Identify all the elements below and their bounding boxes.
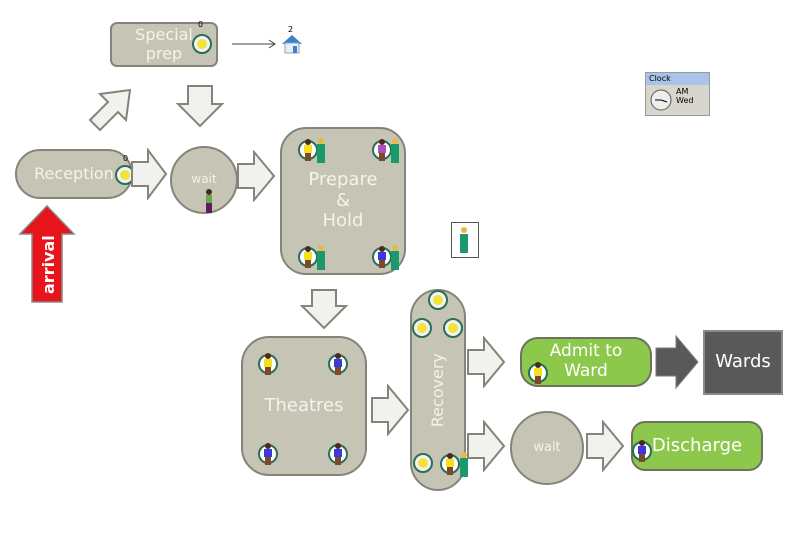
node-discharge[interactable]: Discharge: [631, 421, 763, 471]
nurse-icon: [391, 245, 399, 270]
node-wait-discharge[interactable]: wait: [510, 411, 584, 485]
patient-icon: [440, 453, 460, 475]
node-label: Discharge: [651, 434, 743, 456]
flow-arrow-reception-wait: [131, 148, 168, 200]
node-label: wait: [191, 172, 217, 187]
resource-icon: [443, 318, 463, 338]
patient-icon: [298, 139, 318, 161]
patient-icon: [372, 246, 392, 268]
flow-arrow-to-special-prep: [88, 88, 132, 132]
node-label: Prepare & Hold: [308, 168, 378, 232]
resource-icon: [428, 290, 448, 310]
patient-icon: [372, 139, 392, 161]
node-wait[interactable]: wait: [170, 146, 238, 214]
clock-title: Clock: [646, 73, 709, 85]
node-label: wait: [533, 439, 561, 455]
flow-arrow-from-special-prep: [176, 85, 225, 128]
flow-arrow-prepare-theatres: [300, 289, 349, 330]
clock-day: Wed: [676, 96, 694, 105]
nurse-icon: [391, 138, 399, 163]
patient-icon: [528, 362, 548, 384]
nurse-icon: [460, 452, 468, 477]
patient-icon: [328, 443, 348, 465]
patient-icon: [328, 353, 348, 375]
home-icon: [282, 35, 302, 54]
node-label: Admit to Ward: [549, 341, 623, 381]
node-label: Special prep: [135, 25, 193, 63]
node-label: Theatres: [264, 394, 344, 416]
clock-widget: Clock AM Wed: [645, 72, 710, 116]
resource-icon: [412, 318, 432, 338]
resource-icon: [413, 453, 433, 473]
resource-count: 0: [198, 20, 204, 29]
staff-box: [451, 222, 479, 258]
flow-arrow-admit-wards: [655, 334, 699, 390]
node-label: Wards: [715, 351, 771, 373]
clock-ampm: AM: [676, 87, 689, 96]
node-wards[interactable]: Wards: [703, 330, 783, 395]
arrival-arrow: arrival: [18, 204, 76, 303]
nurse-icon: [317, 138, 325, 163]
node-label: Reception: [34, 163, 114, 183]
home-count: 2: [288, 25, 294, 34]
patient-icon: [632, 440, 652, 462]
nurse-icon: [460, 227, 468, 253]
patient-icon: [258, 353, 278, 375]
resource-icon: [192, 34, 212, 54]
clock-face-icon: [650, 89, 672, 111]
nurse-icon: [317, 245, 325, 270]
arrival-label: arrival: [39, 235, 58, 294]
flow-arrow-wait-discharge: [586, 420, 625, 472]
exit-arrow: [232, 39, 276, 49]
patient-icon: [258, 443, 278, 465]
patient-icon: [206, 189, 212, 213]
patient-icon: [298, 246, 318, 268]
flow-arrow-recovery-wait: [467, 420, 506, 472]
resource-count: 0: [123, 154, 129, 163]
flow-arrow-recovery-admit: [467, 336, 506, 388]
node-label: Recovery: [427, 352, 447, 428]
flow-arrow-theatres-recovery: [371, 384, 410, 436]
flow-arrow-wait-prepare: [237, 150, 276, 202]
